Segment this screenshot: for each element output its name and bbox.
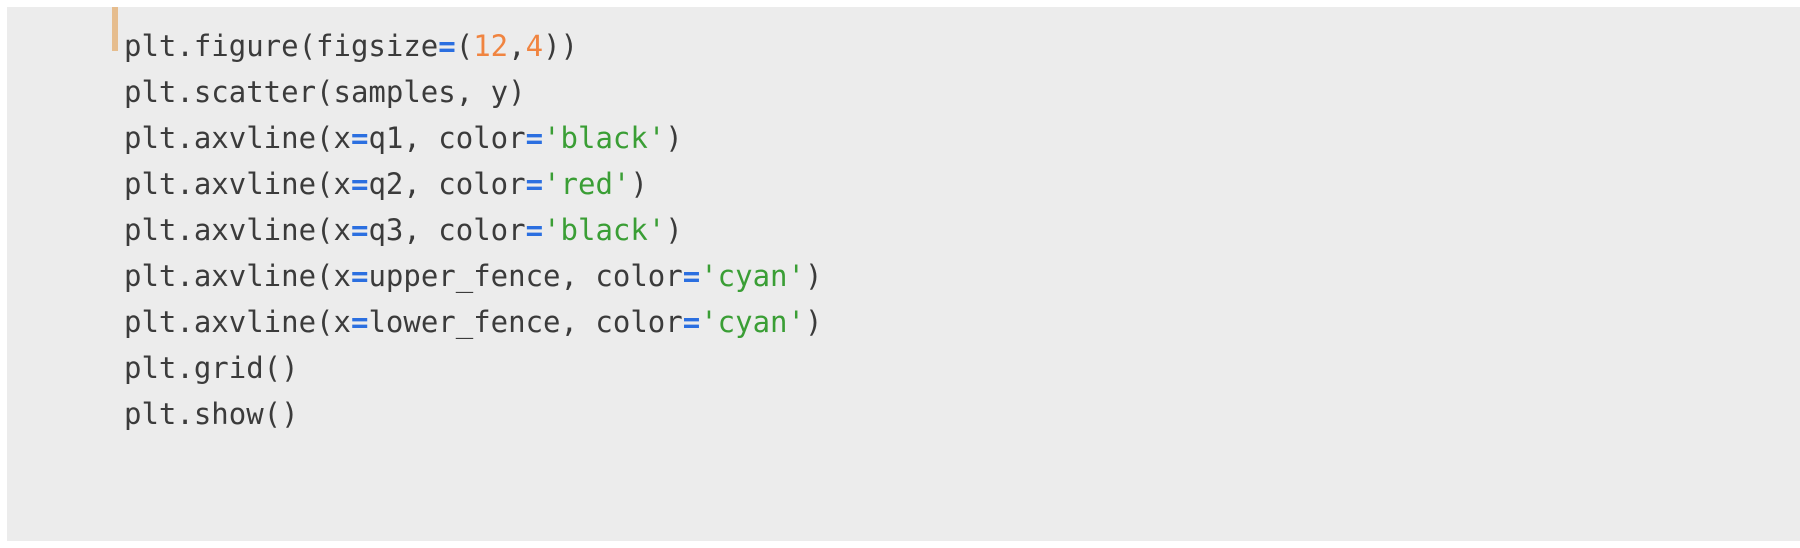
code-token-plain: plt.show() <box>124 397 299 431</box>
code-token-plain: q3, color <box>368 213 526 247</box>
code-listing[interactable]: plt.figure(figsize=(12,4))plt.scatter(sa… <box>124 23 1800 437</box>
code-line[interactable]: plt.show() <box>124 391 1800 437</box>
code-line[interactable]: plt.axvline(x=q2, color='red') <box>124 161 1800 207</box>
code-token-op: = <box>350 213 369 247</box>
code-token-plain: q1, color <box>368 121 526 155</box>
code-token-op: = <box>525 213 544 247</box>
code-token-plain: ) <box>630 167 648 201</box>
code-line[interactable]: plt.scatter(samples, y) <box>124 69 1800 115</box>
code-token-str: 'cyan' <box>700 305 805 339</box>
code-token-op: = <box>350 121 369 155</box>
code-line[interactable]: plt.grid() <box>124 345 1800 391</box>
code-token-plain: plt.axvline(x <box>124 121 351 155</box>
code-token-plain: plt.scatter(samples, y) <box>124 75 526 109</box>
code-token-plain: plt.axvline(x <box>124 305 351 339</box>
code-token-plain: ) <box>665 121 683 155</box>
code-token-str: 'red' <box>543 167 631 201</box>
code-token-plain: plt.axvline(x <box>124 167 351 201</box>
code-token-plain: , <box>508 29 526 63</box>
code-cell[interactable]: plt.figure(figsize=(12,4))plt.scatter(sa… <box>7 7 1800 541</box>
code-line[interactable]: plt.axvline(x=q3, color='black') <box>124 207 1800 253</box>
code-line[interactable]: plt.axvline(x=upper_fence, color='cyan') <box>124 253 1800 299</box>
code-token-plain: ) <box>804 305 823 339</box>
code-token-plain: plt.axvline(x <box>124 259 351 293</box>
code-token-plain: q2, color <box>368 167 526 201</box>
code-token-plain: ) <box>804 259 823 293</box>
code-token-plain: upper_fence, color <box>368 259 683 293</box>
code-line[interactable]: plt.figure(figsize=(12,4)) <box>124 23 1800 69</box>
code-token-op: = <box>525 167 544 201</box>
code-token-op: = <box>350 305 369 339</box>
code-token-op: = <box>438 29 456 63</box>
code-token-str: 'black' <box>543 121 666 155</box>
code-token-num: 12 <box>473 29 509 63</box>
code-token-plain: ) <box>665 213 683 247</box>
code-token-plain: plt.figure(figsize <box>124 29 439 63</box>
code-token-op: = <box>350 259 369 293</box>
code-token-op: = <box>350 167 369 201</box>
code-token-plain: ( <box>455 29 474 63</box>
code-token-op: = <box>682 305 701 339</box>
code-token-plain: plt.axvline(x <box>124 213 351 247</box>
code-token-str: 'cyan' <box>700 259 805 293</box>
code-token-str: 'black' <box>543 213 666 247</box>
code-token-plain: plt.grid() <box>124 351 299 385</box>
code-token-num: 4 <box>525 29 544 63</box>
code-token-plain: lower_fence, color <box>368 305 683 339</box>
code-token-op: = <box>682 259 701 293</box>
code-token-plain: )) <box>543 29 578 63</box>
code-line[interactable]: plt.axvline(x=lower_fence, color='cyan') <box>124 299 1800 345</box>
code-token-op: = <box>525 121 544 155</box>
code-line[interactable]: plt.axvline(x=q1, color='black') <box>124 115 1800 161</box>
caret-bar <box>112 7 118 51</box>
